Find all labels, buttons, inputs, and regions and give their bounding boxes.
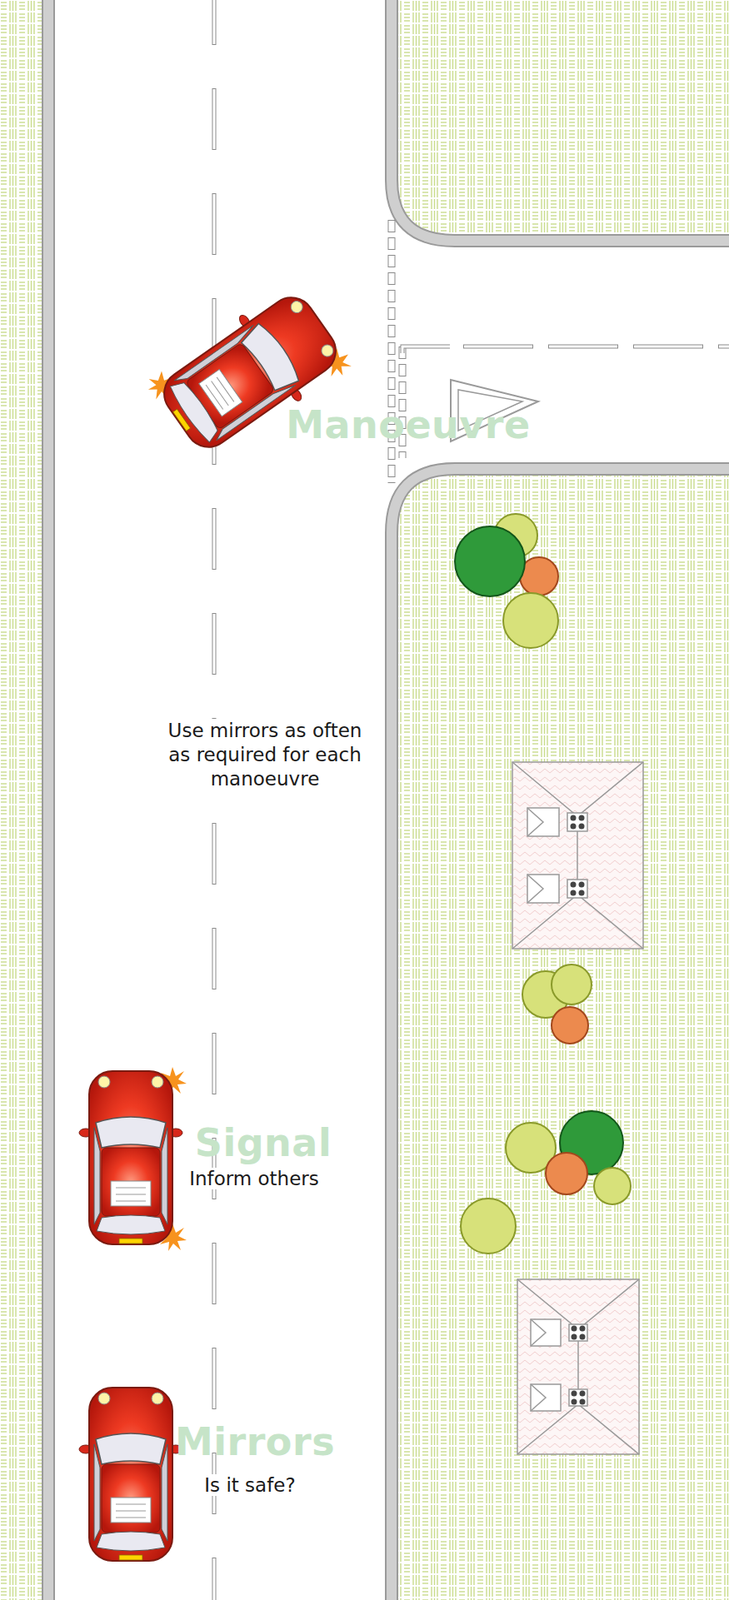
stage-word: Mirrors — [174, 1419, 335, 1465]
car-mirrors — [79, 1388, 183, 1562]
stage-note: Is it safe? — [201, 1474, 298, 1497]
stage-word: Signal — [194, 1120, 332, 1166]
stage-word: Manoeuvre — [285, 402, 530, 448]
note-text: Use mirrors as often as required for eac… — [162, 719, 368, 792]
car-signal — [79, 1067, 187, 1252]
stage-note: Inform others — [186, 1168, 322, 1190]
